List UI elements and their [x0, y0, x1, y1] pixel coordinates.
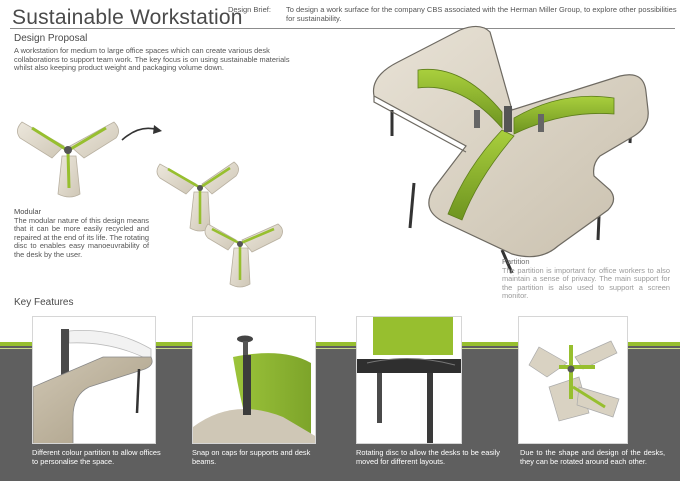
desk-cluster-render	[156, 161, 283, 288]
page-title: Sustainable Workstation	[12, 6, 243, 29]
feature-panel-partition-colour	[32, 316, 156, 444]
feature-3-render	[357, 317, 461, 443]
partition-heading: Partition	[502, 257, 530, 266]
title-divider	[10, 28, 675, 29]
arrow-icon	[121, 125, 162, 141]
desk-main-render	[372, 25, 649, 274]
feature-1-caption: Different colour partition to allow offi…	[32, 448, 161, 466]
feature-1-render	[33, 329, 153, 443]
modular-text: The modular nature of this design means …	[14, 215, 149, 259]
feature-band-accent	[0, 342, 680, 346]
feature-3-caption: Rotating disc to allow the desks to be e…	[356, 448, 500, 466]
feature-4-caption: Due to the shape and design of the desks…	[520, 448, 665, 466]
partition-text: The partition is important for office wo…	[502, 265, 670, 301]
feature-4-render	[528, 340, 620, 422]
feature-band-accent-line	[0, 348, 680, 349]
feature-panel-rotating-disc	[356, 316, 462, 444]
brief-label: Design Brief:	[228, 5, 271, 14]
features-heading: Key Features	[14, 297, 74, 308]
desk-single-render	[17, 121, 119, 198]
modular-block: Modular The modular nature of this desig…	[14, 207, 149, 260]
feature-panel-rotation	[518, 316, 628, 444]
modular-heading: Modular	[14, 207, 42, 216]
feature-2-caption: Snap on caps for supports and desk beams…	[192, 448, 311, 466]
partition-block: Partition The partition is important for…	[502, 257, 670, 301]
feature-panel-snap-caps	[192, 316, 316, 444]
feature-2-render	[193, 335, 315, 443]
proposal-text: A workstation for medium to large office…	[14, 46, 290, 73]
proposal-heading: Design Proposal	[14, 33, 88, 44]
brief-text: To design a work surface for the company…	[286, 5, 677, 23]
